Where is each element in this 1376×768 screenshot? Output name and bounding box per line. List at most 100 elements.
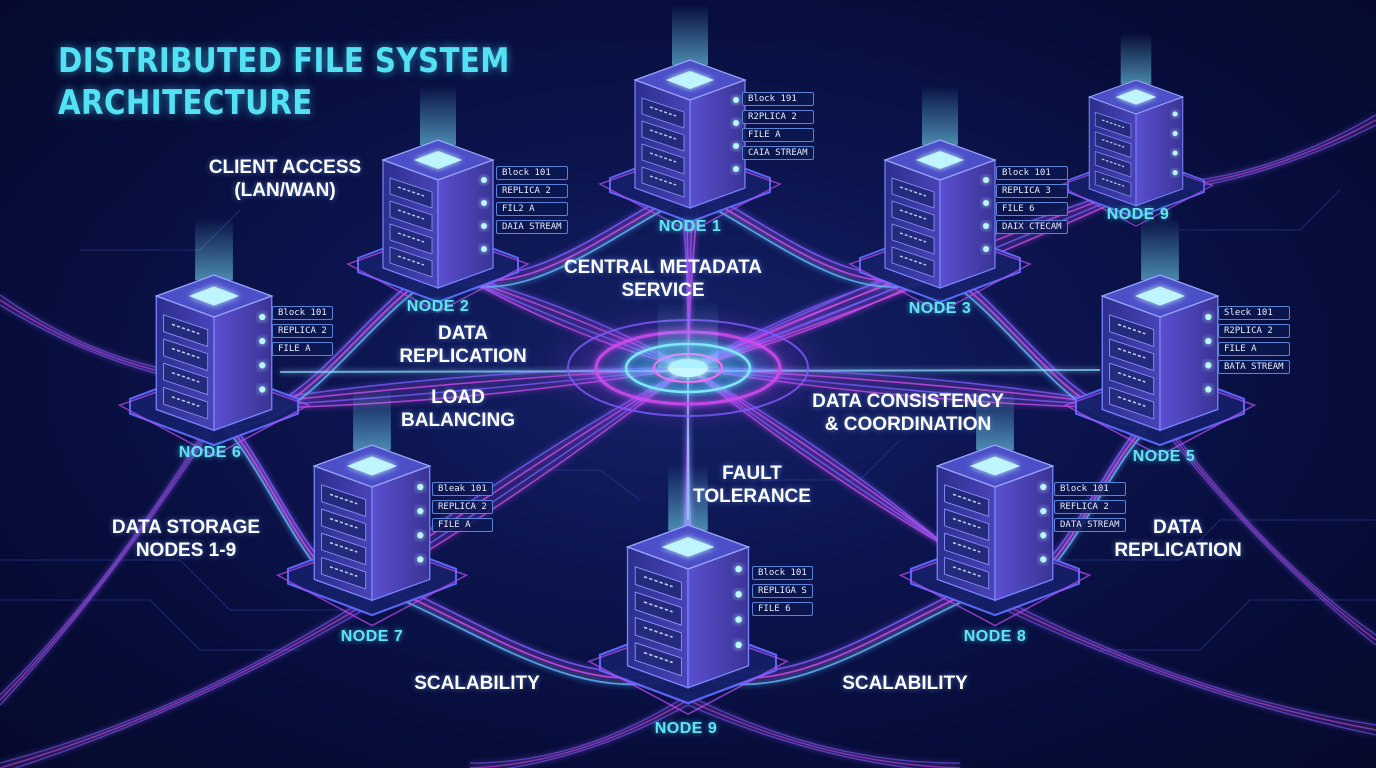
status-led [259, 338, 266, 345]
tag: Bleak 101 [432, 482, 493, 496]
drive-bay-detail [329, 493, 358, 505]
server-top-light [414, 151, 462, 169]
server-rack [275, 387, 469, 627]
drive-bay [641, 143, 685, 175]
label-scalability-left: SCALABILITY [414, 673, 540, 694]
drive-bay [321, 532, 367, 566]
label-scalability-right: SCALABILITY [842, 673, 968, 694]
status-led [417, 532, 424, 539]
drive-bay-detail [329, 566, 358, 577]
link [994, 604, 1376, 736]
status-led [259, 362, 266, 369]
drive-bay [944, 508, 990, 542]
drive-bay-detail [171, 347, 200, 359]
drive-bay-detail [171, 371, 200, 383]
link [1159, 424, 1376, 646]
tag: REFLICA 2 [1054, 500, 1126, 514]
status-led [417, 556, 424, 563]
node-2-tags: Block 101 REPLICA 2 FIL2 A DAIA STREAM [496, 166, 568, 234]
drive-bay-detail [1101, 178, 1125, 187]
tag: FILE 6 [996, 202, 1068, 216]
link [994, 594, 1376, 726]
status-led [1040, 508, 1047, 515]
server-rack [898, 387, 1092, 627]
server-rack [586, 464, 790, 716]
tag: REPLICA 2 [272, 324, 333, 338]
status-led [1205, 386, 1212, 393]
node-3-tags: Block 101 REPLICA 3 FILE 6 DAIX CTECAM [996, 166, 1068, 234]
drive-bay [1094, 111, 1132, 139]
node-2-name: NODE 2 [406, 298, 470, 315]
tag: FILE A [432, 518, 493, 532]
server-beam [922, 85, 958, 145]
drive-bay-detail [952, 566, 981, 577]
status-led [733, 120, 739, 126]
drive-bay [1109, 362, 1155, 396]
page-title: DISTRIBUTED FILE SYSTEM ARCHITECTURE [58, 41, 510, 123]
server-top-light [1134, 286, 1186, 306]
tag: FILE A [742, 128, 814, 142]
drive-bay-detail [1101, 138, 1125, 148]
tag: Block 101 [496, 166, 568, 180]
drive-bay [944, 556, 990, 590]
server-rack [346, 85, 530, 313]
drive-bay [891, 223, 935, 255]
drive-bay-detail [899, 186, 927, 197]
drive-bay [944, 484, 990, 517]
node-7-name: NODE 7 [340, 628, 404, 645]
server-beam [1120, 33, 1152, 85]
node-8-name: NODE 8 [963, 628, 1027, 645]
server-top-light [1115, 89, 1157, 105]
status-led [735, 565, 742, 573]
drive-bay [891, 177, 935, 209]
node-1-tags: Block 191 R2PLICA 2 FILE A CAIA STREAM [742, 92, 814, 160]
link [687, 704, 916, 768]
drive-bay-detail [952, 517, 981, 529]
server-beam [420, 85, 456, 145]
server-beam [195, 217, 233, 281]
drive-bay [1109, 386, 1155, 420]
status-led [733, 97, 739, 103]
link [0, 424, 215, 706]
tag: Block 101 [752, 566, 813, 580]
server-rack [1057, 33, 1215, 227]
status-led [1205, 338, 1212, 345]
drive-bay [1094, 150, 1132, 178]
node-3-name: NODE 3 [908, 300, 972, 317]
tag: DAIA STREAM [496, 220, 568, 234]
node-9-top-name: NODE 9 [1106, 206, 1170, 223]
drive-bay-detail [643, 651, 673, 664]
drive-bay [389, 246, 433, 278]
drive-bay [891, 246, 935, 278]
drive-bay-detail [899, 232, 927, 243]
status-led [983, 177, 989, 183]
server-beam [668, 464, 708, 531]
server-beam [976, 387, 1014, 451]
status-led [735, 641, 742, 649]
status-led [983, 223, 989, 229]
drive-bay-detail [1117, 347, 1146, 359]
server-rack [598, 5, 782, 233]
tag: REPLICA 2 [432, 500, 493, 514]
drive-bay [163, 314, 209, 347]
status-led [733, 166, 739, 172]
drive-bay-detail [899, 255, 927, 266]
tag: Block 191 [742, 92, 814, 106]
tag: REPLIGA S [752, 584, 813, 598]
link [1159, 419, 1376, 641]
drive-bay [634, 642, 682, 677]
status-led [735, 616, 742, 623]
drive-bay-detail [1117, 396, 1146, 407]
drive-bay-detail [1101, 158, 1125, 168]
status-led [1040, 532, 1047, 539]
node-6-tags: Block 101 REPLICA 2 FILE A [272, 306, 333, 356]
status-led [1205, 362, 1212, 369]
server-rack [1063, 217, 1257, 457]
drive-bay [944, 532, 990, 566]
drive-bay [1109, 338, 1155, 372]
tag: BATA STREAM [1218, 360, 1290, 374]
